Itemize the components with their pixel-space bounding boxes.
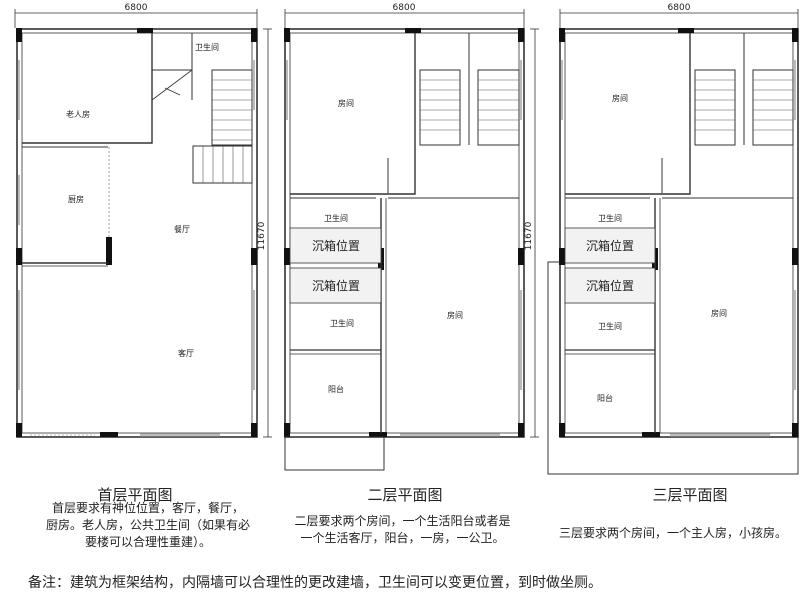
room-label-keting: 客厅 [178, 348, 194, 358]
room-label-chenxiang-1-2: 沉箱位置 [312, 238, 360, 253]
first-floor-plan: 6800 11670 [14, 3, 272, 438]
room-label-weishengjian-bottom-3: 卫生间 [598, 321, 622, 331]
second-width-dim: 6800 [393, 3, 416, 13]
second-floor-note: 二层要求两个房间，一个生活阳台或者是 一个生活客厅，阳台，一房，一公卫。 [270, 513, 535, 547]
room-label-chufang: 厨房 [68, 194, 84, 204]
room-label-weishengjian-top-3: 卫生间 [598, 213, 622, 223]
first-note-line-2: 厨房。老人房，公共卫生间（如果有必 [45, 518, 250, 532]
room-label-chenxiang-2-2: 沉箱位置 [312, 278, 360, 293]
first-width-dim: 6800 [125, 3, 148, 13]
first-note-line-3: 要楼可以合理性重建）。 [84, 535, 211, 549]
room-label-canting: 餐厅 [174, 225, 190, 234]
room-label-chenxiang-1-3: 沉箱位置 [586, 238, 634, 253]
third-width-dim: 6800 [668, 3, 691, 13]
third-floor-plan: 6800 [547, 3, 799, 475]
first-floor-title: 首层平面图 [97, 486, 173, 504]
first-floor-note: 首层要求有神位位置，客厅，餐厅， 厨房。老人房，公共卫生间（如果有必 要楼可以合… [38, 500, 258, 551]
room-label-yangtai-3: 阳台 [597, 393, 613, 403]
second-floor-plan: 6800 11670 [284, 3, 539, 471]
first-note-line-1: 首层要求有神位位置，客厅，餐厅， [51, 501, 244, 515]
room-label-fangjian-right-3: 房间 [711, 308, 727, 318]
room-label-chenxiang-2-3: 沉箱位置 [586, 278, 634, 293]
room-label-laoren: 老人房 [66, 109, 90, 119]
room-label-weishengjian-bottom-2: 卫生间 [330, 318, 354, 328]
room-label-fangjian-top-2: 房间 [338, 98, 354, 108]
room-label-fangjian-top-3: 房间 [612, 93, 628, 103]
room-label-fangjian-right-2: 房间 [447, 310, 463, 320]
second-note-line-2: 一个生活客厅，阳台，一房，一公卫。 [300, 531, 505, 545]
third-note-line-1: 三层要求两个房间，一个主人房，小孩房。 [558, 526, 787, 540]
second-height-dim: 11670 [524, 221, 534, 250]
room-label-yangtai-2: 阳台 [328, 384, 344, 394]
footnote: 备注：建筑为框架结构，内隔墙可以合理性的更改建墙，卫生间可以变更位置，到时做坐厕… [28, 575, 602, 591]
second-floor-title: 二层平面图 [367, 486, 443, 504]
first-height-dim: 11670 [257, 221, 267, 250]
third-floor-note: 三层要求两个房间，一个主人房，小孩房。 [548, 525, 798, 542]
third-floor-title: 三层平面图 [652, 486, 728, 504]
room-label-weishengjian: 卫生间 [195, 42, 219, 52]
room-label-weishengjian-top-2: 卫生间 [324, 213, 348, 223]
second-note-line-1: 二层要求两个房间，一个生活阳台或者是 [294, 514, 511, 528]
